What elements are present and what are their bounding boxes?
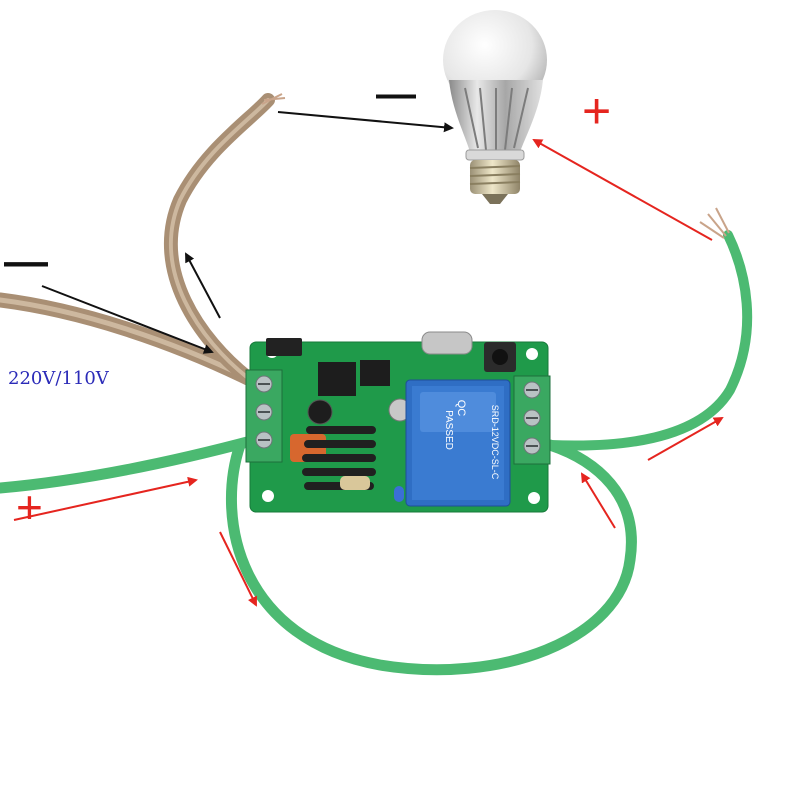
- bulb-fin-lines: [464, 87, 529, 152]
- arrow-loop-down: [219, 531, 257, 607]
- neutral-wire-to-bulb-highlight: [168, 98, 270, 380]
- relay-module: QC PASSED SRD-12VDC-SL-C: [245, 331, 551, 513]
- pcb-mount-hole-br: [528, 492, 540, 504]
- voltage-label: 220V/110V: [8, 368, 109, 389]
- push-button-cap: [492, 349, 508, 365]
- bulb-contact: [482, 194, 508, 204]
- live-wire-to-bulb: [545, 230, 753, 451]
- crystal-oscillator: [421, 331, 473, 355]
- live-wire-loop: [225, 439, 637, 676]
- terminal-block-right: [513, 375, 551, 465]
- arrow-loop-up: [580, 472, 616, 529]
- led-indicator: [394, 486, 404, 502]
- inductor-coil: [302, 426, 376, 490]
- relay-model-text: SRD-12VDC-SL-C: [490, 405, 500, 480]
- electrolytic-capacitor-1: [307, 399, 333, 425]
- arrow-neutral-in: [41, 285, 214, 354]
- bulb-collar: [465, 149, 525, 161]
- live-wire-frayed-tip: [699, 207, 730, 239]
- arrow-neutral-up: [185, 252, 221, 319]
- red-arrows: [13, 139, 724, 607]
- terminal-block-left: [245, 369, 283, 463]
- black-arrows: [41, 111, 454, 354]
- neutral-wire-frayed-tip: [261, 93, 286, 105]
- bulb-screw-threads: [469, 165, 521, 185]
- arrow-live-in: [13, 476, 198, 521]
- pcb-mount-hole-bl: [262, 490, 274, 502]
- led-bulb: [443, 10, 547, 204]
- arrow-live-out: [647, 417, 724, 461]
- live-wire-group: [0, 207, 753, 676]
- bulb-screw-base: [470, 160, 520, 194]
- jumper-header: [266, 338, 302, 356]
- relay-marking-passed: PASSED: [443, 410, 454, 450]
- positive-symbol-top: +: [582, 83, 612, 139]
- negative-symbol-top: —: [376, 72, 416, 116]
- positive-symbol-left: +: [16, 481, 43, 533]
- pcb-mount-hole-tr: [526, 348, 538, 360]
- arrow-to-bulb-positive: [532, 139, 713, 241]
- relay-marking-qc: QC: [455, 400, 467, 417]
- live-wire-input: [0, 434, 261, 494]
- ic-chip-2: [360, 360, 390, 386]
- relay: QC PASSED SRD-12VDC-SL-C: [405, 379, 511, 507]
- negative-symbol-left: —: [4, 237, 48, 286]
- ic-chip: [318, 362, 356, 396]
- arrow-to-bulb-negative: [277, 111, 454, 133]
- neutral-wire-to-bulb: [163, 93, 275, 385]
- resistor: [340, 476, 370, 490]
- neutral-wire-group: [0, 93, 286, 386]
- neutral-wire-input-highlight: [0, 297, 251, 381]
